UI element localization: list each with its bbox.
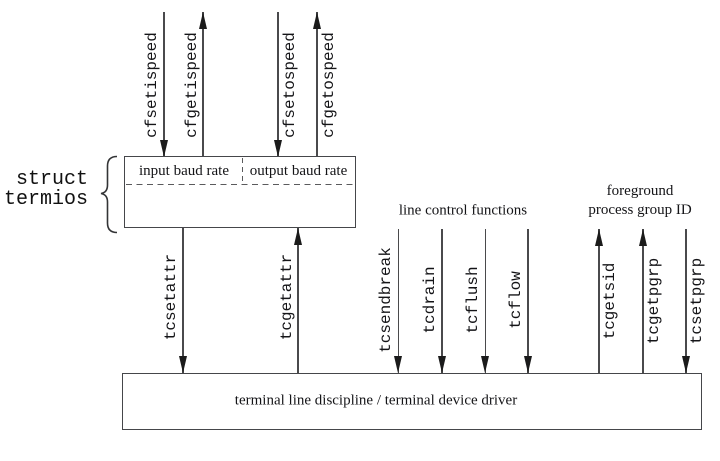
arrowhead-down-cfsetospeed xyxy=(273,140,282,157)
arrow-line-tcsendbreak xyxy=(397,229,400,373)
arrowhead-down-tcsetpgrp xyxy=(681,356,690,373)
arrow-line-cfgetispeed xyxy=(202,12,204,157)
line-control-caption: line control functions xyxy=(398,202,528,219)
arrowhead-up-cfgetospeed xyxy=(312,12,321,29)
termios-box-dashed-divider-vertical xyxy=(241,158,243,184)
termios-box-dashed-divider-horizontal xyxy=(126,183,354,185)
terminal-driver-box xyxy=(122,373,702,430)
arrowhead-down-tcflow xyxy=(523,356,532,373)
arrow-line-tcdrain xyxy=(441,229,443,373)
arrow-line-tcsetpgrp xyxy=(685,229,687,373)
arrow-line-cfsetospeed xyxy=(277,12,279,157)
arrow-line-cfgetospeed xyxy=(316,12,318,157)
input-baud-rate-cell: input baud rate xyxy=(139,162,229,179)
arrow-label-tcdrain: tcdrain xyxy=(421,266,439,334)
arrow-label-tcsendbreak: tcsendbreak xyxy=(377,247,395,353)
arrowhead-down-tcsetattr xyxy=(178,356,187,373)
arrowhead-up-tcgetsid xyxy=(594,229,603,246)
arrow-line-tcsetattr xyxy=(182,228,184,373)
foreground-pgid-caption-line1: foreground xyxy=(606,183,674,199)
struct-label-line1: struct xyxy=(15,168,88,191)
arrowhead-up-tcgetpgrp xyxy=(638,229,647,246)
arrow-line-tcflow xyxy=(527,229,529,373)
arrow-label-tcgetpgrp: tcgetpgrp xyxy=(645,257,663,345)
arrow-label-tcflush: tcflush xyxy=(464,266,482,334)
arrow-line-cfsetispeed xyxy=(163,12,165,157)
struct-termios-brace xyxy=(100,155,118,234)
foreground-pgid-caption-line2: process group ID xyxy=(588,202,692,218)
arrowhead-down-cfsetispeed xyxy=(159,140,168,157)
arrowhead-down-tcsendbreak xyxy=(394,356,402,373)
struct-termios-label: struct termios xyxy=(0,170,88,209)
struct-label-line2: termios xyxy=(3,187,88,211)
arrow-line-tcflush xyxy=(484,229,487,373)
output-baud-rate-cell: output baud rate xyxy=(249,162,348,179)
arrowhead-up-tcgetattr xyxy=(293,228,302,245)
arrowhead-down-tcdrain xyxy=(437,356,446,373)
arrowhead-up-cfgetispeed xyxy=(198,12,207,29)
arrowhead-down-tcflush xyxy=(481,356,489,373)
arrow-line-tcgetsid xyxy=(598,229,600,373)
foreground-pgid-caption: foreground process group ID xyxy=(588,182,691,220)
struct-termios-box: input baud rate output baud rate xyxy=(124,156,356,228)
arrow-label-tcflow: tcflow xyxy=(507,271,525,329)
arrow-line-tcgetattr xyxy=(297,228,299,373)
arrow-label-tcsetpgrp: tcsetpgrp xyxy=(688,257,706,345)
arrow-line-tcgetpgrp xyxy=(642,229,644,373)
terminal-driver-box-label: terminal line discipline / terminal devi… xyxy=(234,392,518,409)
arrow-label-tcgetsid: tcgetsid xyxy=(601,262,619,340)
